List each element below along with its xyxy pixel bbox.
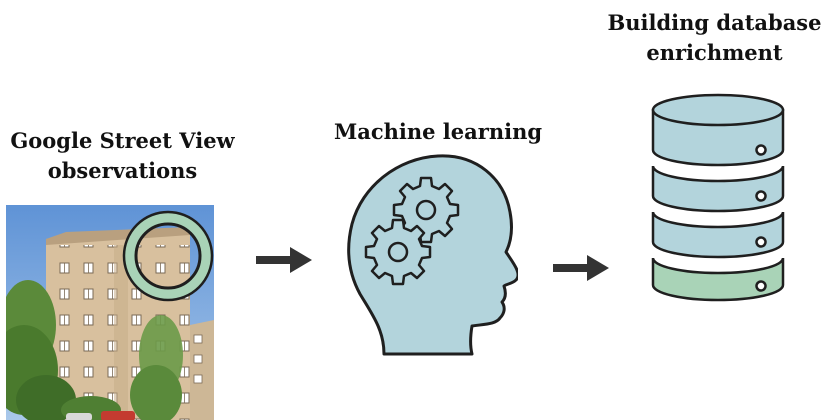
database-icon bbox=[651, 93, 785, 302]
cars bbox=[66, 411, 135, 420]
label-database-enrichment: Building database enrichment bbox=[605, 8, 824, 68]
database-top bbox=[651, 93, 785, 127]
label-machine-learning: Machine learning bbox=[318, 117, 558, 147]
street-view-photo-svg bbox=[6, 205, 214, 420]
label-database-line-1: Building database bbox=[607, 10, 822, 35]
right-arrow-icon bbox=[256, 247, 312, 273]
right-arrow-icon bbox=[553, 255, 609, 281]
trees bbox=[6, 280, 183, 420]
label-street-view: Google Street View observations bbox=[0, 126, 245, 186]
label-street-view-line-1: Google Street View bbox=[10, 128, 235, 153]
gear-small-icon bbox=[364, 218, 432, 286]
window-highlight-circle bbox=[122, 210, 214, 302]
database-indicator-3 bbox=[755, 236, 767, 248]
database-segment-2 bbox=[651, 165, 785, 213]
database-segment-4 bbox=[651, 257, 785, 302]
label-database-line-2: enrichment bbox=[646, 40, 783, 65]
database-segment-3 bbox=[651, 211, 785, 259]
gear-large-icon bbox=[392, 176, 460, 244]
database-indicator-2 bbox=[755, 190, 767, 202]
head-with-gears-icon bbox=[347, 154, 518, 356]
label-street-view-line-2: observations bbox=[47, 158, 198, 183]
label-machine-learning-line-1: Machine learning bbox=[333, 119, 543, 144]
street-view-photo bbox=[6, 205, 214, 420]
database-indicator-1 bbox=[755, 144, 767, 156]
database-indicator-4 bbox=[755, 280, 767, 292]
